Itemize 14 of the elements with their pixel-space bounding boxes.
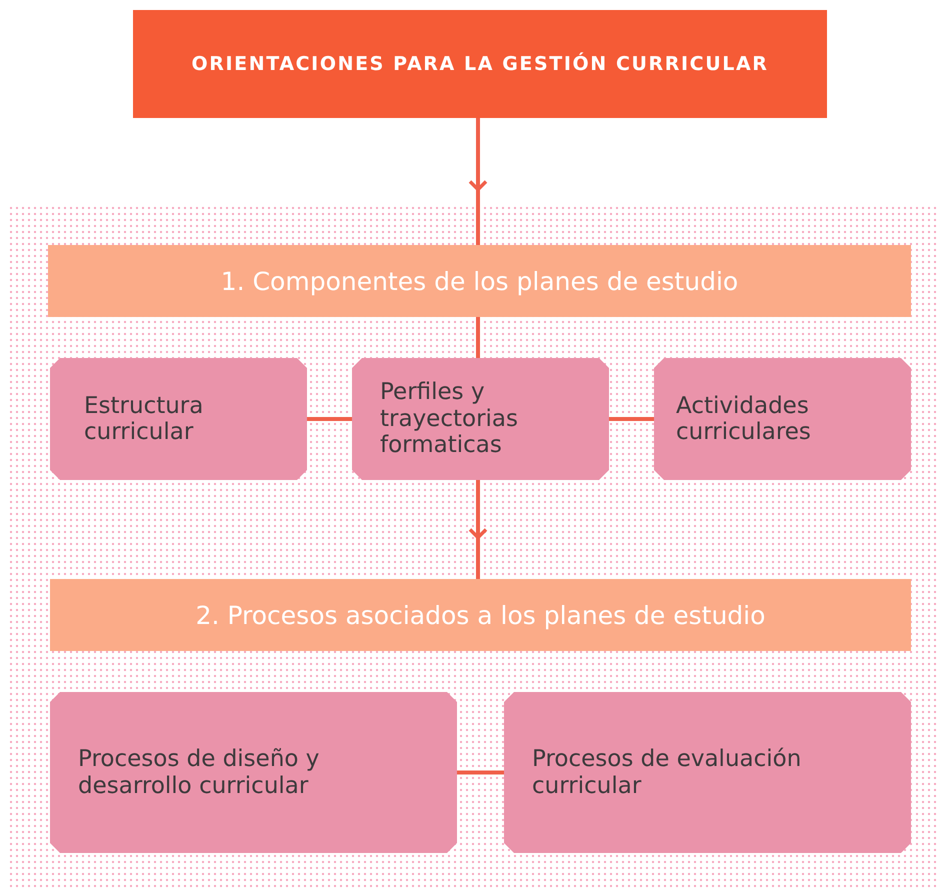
title-box: ORIENTACIONES PARA LA GESTIÓN CURRICULAR [133,10,827,118]
section-band: 2. Procesos asociados a los planes de estudio [50,579,911,651]
connector-line [609,417,654,421]
process-box: Procesos de evaluación curricular [504,692,911,853]
process-box: Procesos de diseño y desarrollo curricular [50,692,457,853]
topic-box: Estructura curricular [50,358,307,480]
connector-line [307,417,352,421]
arrow [468,480,488,579]
arrow [468,118,488,245]
connector-line [476,317,480,358]
topic-box: Perfiles y trayectorias formaticas [352,358,609,480]
topic-box: Actividades curriculares [654,358,911,480]
connector-line [457,770,504,774]
section-band: 1. Componentes de los planes de estudio [48,245,911,317]
